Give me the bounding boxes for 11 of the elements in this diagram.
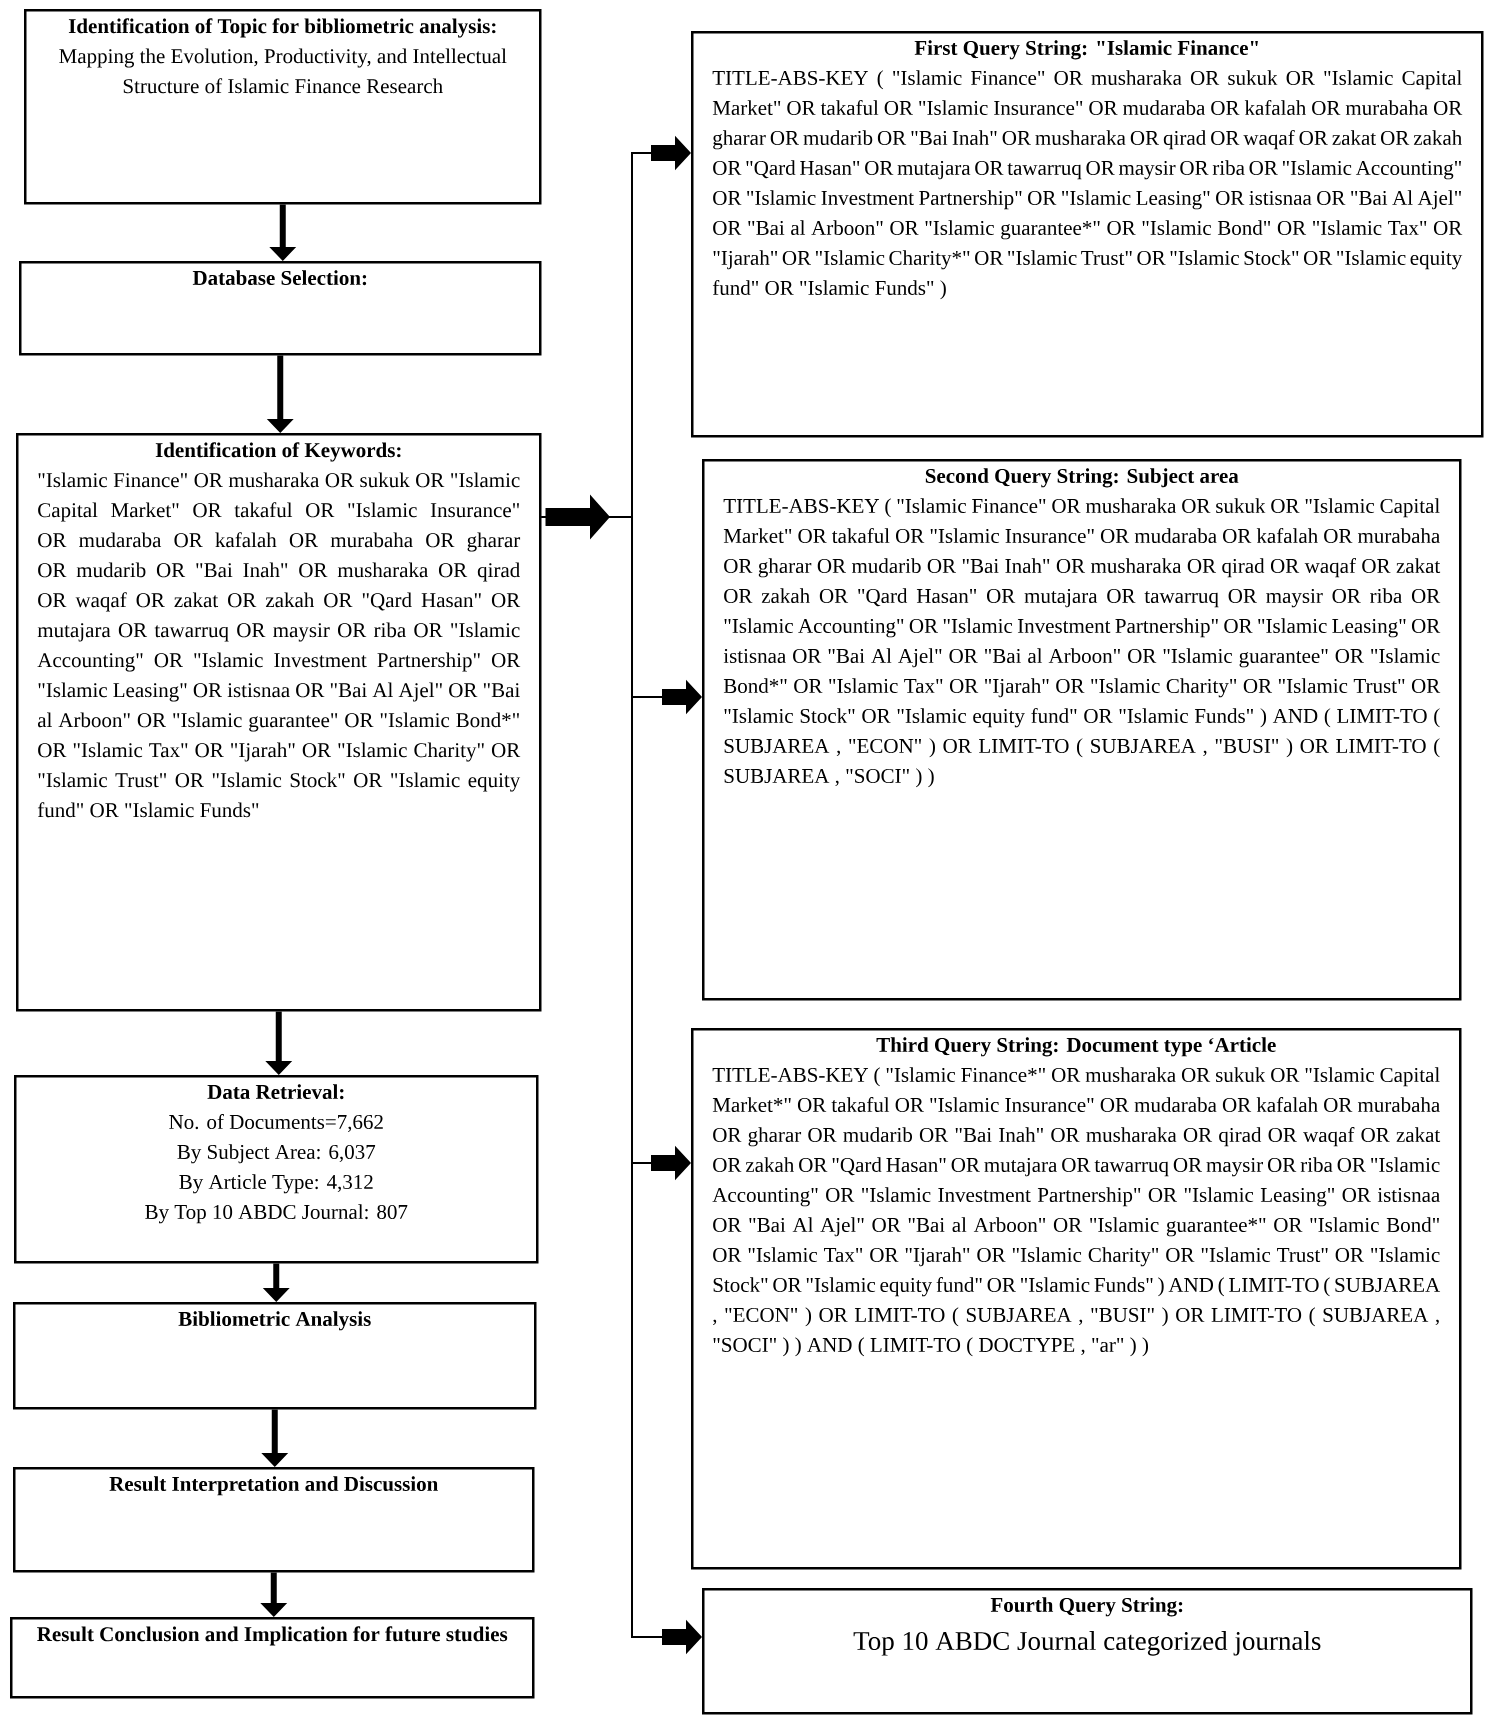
process-box: Identification of Keywords: "Islamic Finance" OR musharaka OR sukuk OR "Islamic Capital Market" OR takaful OR "Islamic Insurance" OR mudaraba OR kafalah OR murabaha OR gharar OR mudarib OR "Bai Inah" OR musharaka OR qirad OR waqaf OR zakat OR zakah OR "Qard Hasan" OR mutajara OR tawarruq OR maysir OR riba OR "Islamic Accounting" OR "Islamic Investment Partnership" OR "Islamic Leasing" OR istisnaa OR "Bai Al Ajel" OR "Bai al Arboon" OR "Islamic guarantee" OR "Islamic Bond*" OR "Islamic Tax" OR "Ijarah" OR "Islamic Charity" OR "Islamic Trust" OR "Islamic Stock" OR "Islamic equity fund" OR "Islamic Funds"	[16, 433, 542, 1012]
process-box: Identification of Topic for bibliometric analysis: Mapping the Evolution, Productivity, and Intellectual Structure of Islamic Finance Research	[24, 9, 542, 205]
query-box: Second Query String: Subject area TITLE-ABS-KEY ( "Islamic Finance" OR musharaka OR sukuk OR "Islamic Capital Market" OR takaful OR "Islamic Insurance" OR mudaraba OR kafalah OR murabaha OR gharar OR mudarib OR "Bai Inah" OR musharaka OR qirad OR waqaf OR zakat OR zakah OR "Qard Hasan" OR mutajara OR tawarruq OR maysir OR riba OR "Islamic Accounting" OR "Islamic Investment Partnership" OR "Islamic Leasing" OR istisnaa OR "Bai Al Ajel" OR "Bai al Arboon" OR "Islamic guarantee" OR "Islamic Bond*" OR "Islamic Tax" OR "Ijarah" OR "Islamic Charity" OR "Islamic Trust" OR "Islamic Stock" OR "Islamic equity fund" OR "Islamic Funds" ) AND ( LIMIT-TO ( SUBJAREA , "ECON" ) OR LIMIT-TO ( SUBJAREA , "BUSI" ) OR LIMIT-TO ( SUBJAREA , "SOCI" ) )	[702, 459, 1462, 1001]
process-box: Database Selection:	[19, 261, 542, 356]
query-box: First Query String: "Islamic Finance" TITLE-ABS-KEY ( "Islamic Finance" OR musharaka OR sukuk OR "Islamic Capital Market" OR takaful OR "Islamic Insurance" OR mudaraba OR kafalah OR murabaha OR gharar OR mudarib OR "Bai Inah" OR musharaka OR qirad OR waqaf OR zakat OR zakah OR "Qard Hasan" OR mutajara OR tawarruq OR maysir OR riba OR "Islamic Accounting" OR "Islamic Investment Partnership" OR "Islamic Leasing" OR istisnaa OR "Bai Al Ajel" OR "Bai al Arboon" OR "Islamic guarantee*" OR "Islamic Bond" OR "Islamic Tax" OR "Ijarah" OR "Islamic Charity*" OR "Islamic Trust" OR "Islamic Stock" OR "Islamic equity fund" OR "Islamic Funds" )	[691, 31, 1484, 438]
query-box: Fourth Query String: Top 10 ABDC Journal categorized journals	[702, 1588, 1473, 1715]
process-box: Result Interpretation and Discussion	[13, 1467, 535, 1573]
query-box: Third Query String: Document type ‘Article TITLE-ABS-KEY ( "Islamic Finance*" OR musharaka OR sukuk OR "Islamic Capital Market*" OR takaful OR "Islamic Insurance" OR mudaraba OR kafalah OR murabaha OR gharar OR mudarib OR "Bai Inah" OR musharaka OR qirad OR waqaf OR zakat OR zakah OR "Qard Hasan" OR mutajara OR tawarruq OR maysir OR riba OR "Islamic Accounting" OR "Islamic Investment Partnership" OR "Islamic Leasing" OR istisnaa OR "Bai Al Ajel" OR "Bai al Arboon" OR "Islamic guarantee*" OR "Islamic Bond" OR "Islamic Tax" OR "Ijarah" OR "Islamic Charity" OR "Islamic Trust" OR "Islamic Stock" OR "Islamic equity fund" OR "Islamic Funds" ) AND ( LIMIT-TO ( SUBJAREA , "ECON" ) OR LIMIT-TO ( SUBJAREA , "BUSI" ) OR LIMIT-TO ( SUBJAREA , "SOCI" ) ) AND ( LIMIT-TO ( DOCTYPE , "ar" ) )	[691, 1028, 1462, 1570]
process-box: Bibliometric Analysis	[13, 1302, 537, 1410]
process-box: Result Conclusion and Implication for future studies	[10, 1617, 535, 1699]
process-box: Data Retrieval: No. of Documents=7,662 By Subject Area: 6,037 By Article Type: 4,312 By Top 10 ABDC Journal: 807	[14, 1075, 539, 1264]
